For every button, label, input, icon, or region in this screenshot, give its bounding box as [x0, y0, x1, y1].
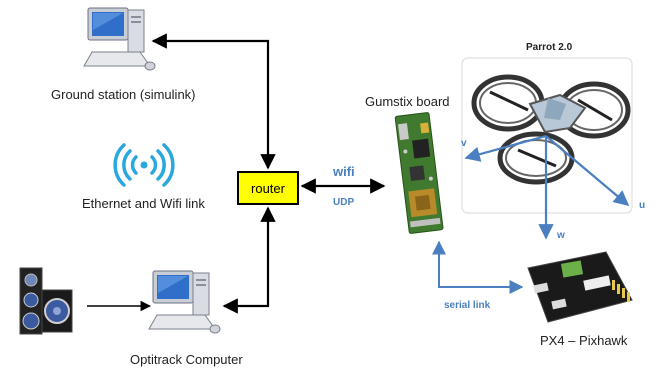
drone-axis-u: [545, 135, 630, 206]
axis-v-label: v: [461, 138, 467, 149]
wifi-signal-icon: [113, 143, 175, 187]
quadcopter-icon: [471, 74, 631, 185]
px4-label: PX4 – Pixhawk: [540, 333, 628, 348]
parrot-label: Parrot 2.0: [526, 42, 573, 53]
serial-link-label: serial link: [444, 300, 491, 311]
axis-w-label: w: [557, 230, 565, 241]
pixhawk-board-icon: [527, 251, 633, 323]
router-box: router: [237, 171, 299, 205]
wifi-link-label: wifi: [333, 164, 355, 179]
axis-u-label: u: [639, 200, 646, 211]
ground-station-label: Ground station (simulink): [51, 87, 196, 102]
ground-station-computer-icon: [83, 7, 156, 71]
ethernet-wifi-label: Ethernet and Wifi link: [82, 196, 205, 211]
gumstix-board-icon: [394, 112, 444, 234]
gumstix-label: Gumstix board: [365, 94, 450, 109]
speakers-icon: [19, 267, 73, 335]
optitrack-computer-icon: [148, 270, 221, 334]
serial-link-arrow: [432, 240, 524, 294]
optitrack-router-arrow: [222, 206, 276, 314]
ground-router-arrow: [151, 33, 276, 170]
optitrack-label: Optitrack Computer: [130, 352, 243, 367]
drone-axis-v: [464, 134, 547, 162]
udp-label: UDP: [333, 197, 355, 208]
